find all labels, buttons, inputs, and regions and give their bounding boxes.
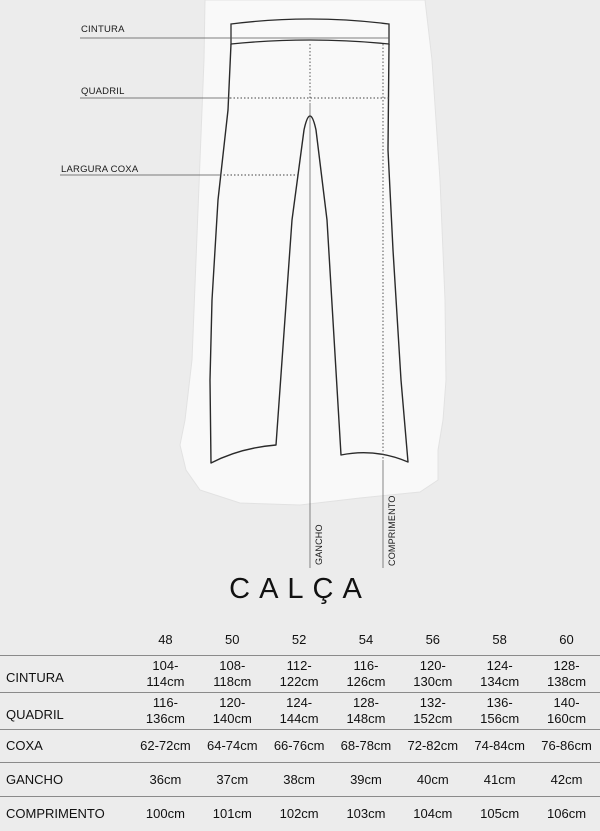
measure-cell: 102cm [279, 805, 319, 821]
rise-label: GANCHO [314, 524, 324, 565]
measure-cell: 40cm [416, 771, 449, 787]
measure-cell: 116- 126cm [346, 658, 386, 689]
header-empty-cell [0, 625, 132, 656]
size-header: 50 [225, 632, 240, 647]
waist-label: CINTURA [81, 24, 125, 35]
size-header: 52 [291, 632, 307, 647]
measure-cell: 106cm [547, 805, 587, 821]
measure-cell: 66-76cm [273, 738, 325, 753]
measure-cell: 120- 130cm [413, 658, 453, 689]
size-header: 56 [425, 632, 441, 647]
row-label: GANCHO [6, 771, 64, 787]
hip-label: QUADRIL [81, 86, 125, 97]
measure-cell: 41cm [483, 771, 516, 787]
measure-cell: 36cm [149, 771, 182, 787]
figure-silhouette [179, 0, 447, 506]
row-label: COMPRIMENTO [6, 805, 105, 821]
size-header: 54 [358, 632, 374, 647]
measure-cell: 74-84cm [474, 738, 525, 753]
size-header: 58 [492, 632, 507, 647]
row-label: COXA [6, 738, 43, 753]
size-header: 48 [158, 632, 173, 647]
measure-cell: 101cm [212, 805, 252, 821]
measure-cell: 124- 134cm [480, 658, 520, 689]
waistband [230, 18, 390, 45]
measure-cell: 112- 122cm [279, 658, 319, 689]
size-chart-table: 48 50 52 54 56 58 60 CINTURA 104- 114cm … [0, 625, 600, 831]
measure-cell: 72-82cm [407, 738, 459, 753]
measure-cell: 64-74cm [206, 738, 258, 753]
measure-cell: 128- 148cm [346, 695, 386, 726]
measure-cell: 76-86cm [541, 738, 592, 753]
table-row-thigh: COXA 62-72cm 64-74cm 66-76cm 68-78cm 72-… [0, 729, 600, 763]
measure-cell: 38cm [283, 771, 316, 787]
measure-cell: 136- 156cm [480, 695, 520, 726]
pants-outline [209, 43, 409, 464]
table-row-hip: QUADRIL 116- 136cm 120- 140cm 124- 144cm… [0, 692, 600, 730]
measure-cell: 132- 152cm [413, 695, 453, 726]
thigh-label: LARGURA COXA [61, 164, 139, 175]
measure-cell: 68-78cm [340, 738, 392, 753]
measure-cell: 116- 136cm [145, 695, 185, 726]
measure-cell: 140- 160cm [547, 695, 587, 726]
measure-cell: 104cm [413, 805, 453, 821]
measure-cell: 62-72cm [140, 738, 191, 753]
measure-cell: 120- 140cm [212, 695, 252, 726]
measure-cell: 103cm [346, 805, 386, 821]
measure-cell: 104- 114cm [146, 658, 185, 689]
measure-cell: 37cm [216, 771, 249, 787]
page-title: CALÇA [229, 573, 371, 605]
measure-cell: 42cm [550, 771, 583, 787]
row-label: QUADRIL [6, 707, 64, 722]
table-row-length: COMPRIMENTO 100cm 101cm 102cm 103cm 104c… [0, 796, 600, 831]
measure-cell: 128- 138cm [547, 658, 587, 689]
measure-cell: 108- 118cm [213, 658, 252, 689]
size-header-row: 48 50 52 54 56 58 60 [0, 625, 600, 656]
length-label: COMPRIMENTO [387, 495, 397, 566]
row-label: CINTURA [6, 670, 64, 685]
table-row-waist: CINTURA 104- 114cm 108- 118cm 112- 122cm… [0, 655, 600, 693]
pants-diagram [60, 0, 447, 568]
measure-cell: 124- 144cm [279, 695, 319, 726]
measure-cell: 105cm [480, 805, 520, 821]
table-row-rise: GANCHO 36cm 37cm 38cm 39cm 40cm 41cm 42c… [0, 762, 600, 797]
size-header: 60 [559, 632, 574, 647]
measure-cell: 100cm [145, 805, 185, 821]
measure-cell: 39cm [350, 771, 382, 787]
